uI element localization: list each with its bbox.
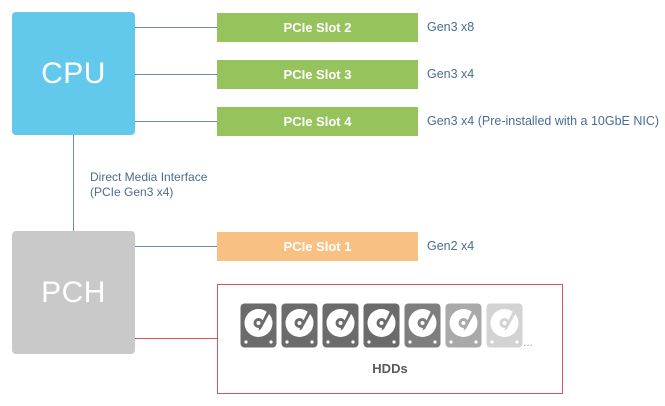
hard-drive-icon [404,303,441,348]
pcie-slot-1: PCIe Slot 1 [217,232,418,261]
hard-drive-icon [240,303,277,348]
pcie-slot-1-desc: Gen2 x4 [427,239,475,253]
hdd-row [240,303,523,348]
pcie-slot-3-desc: Gen3 x4 [427,67,475,81]
hdd-label: HDDs [372,361,408,376]
dmi-label-line1: Direct Media Interface [90,170,208,184]
pcie-slot-2-label: PCIe Slot 2 [283,20,352,35]
cpu-slot3-connector [135,74,217,75]
pcie-slot-4-desc: Gen3 x4 (Pre-installed with a 10GbE NIC) [427,114,660,128]
cpu-slot4-connector [135,121,217,122]
hard-drive-icon [281,303,318,348]
hdd-more-indicator: ... [523,335,534,349]
pcie-slot-3-label: PCIe Slot 3 [283,67,352,82]
pch-hdd-connector [135,338,217,339]
cpu-block: CPU [12,12,135,135]
hdd-group: ... HDDs [217,284,563,394]
dmi-label-line2: (PCIe Gen3 x4) [90,185,174,199]
pch-slot1-connector [135,246,217,247]
hard-drive-icon [486,303,523,348]
pch-block: PCH [12,231,135,354]
pch-label: PCH [41,275,106,309]
cpu-slot2-connector [135,27,217,28]
hard-drive-icon [445,303,482,348]
cpu-label: CPU [41,56,106,90]
hard-drive-icon [322,303,359,348]
pcie-slot-2-desc: Gen3 x8 [427,20,475,34]
pcie-slot-4: PCIe Slot 4 [217,107,418,136]
pcie-slot-1-label: PCIe Slot 1 [283,239,352,254]
dmi-connector [73,135,74,231]
dmi-label: Direct Media Interface (PCIe Gen3 x4) [90,170,207,200]
hard-drive-icon [363,303,400,348]
pcie-slot-4-label: PCIe Slot 4 [283,114,352,129]
pcie-slot-2: PCIe Slot 2 [217,13,418,42]
pcie-slot-3: PCIe Slot 3 [217,60,418,89]
